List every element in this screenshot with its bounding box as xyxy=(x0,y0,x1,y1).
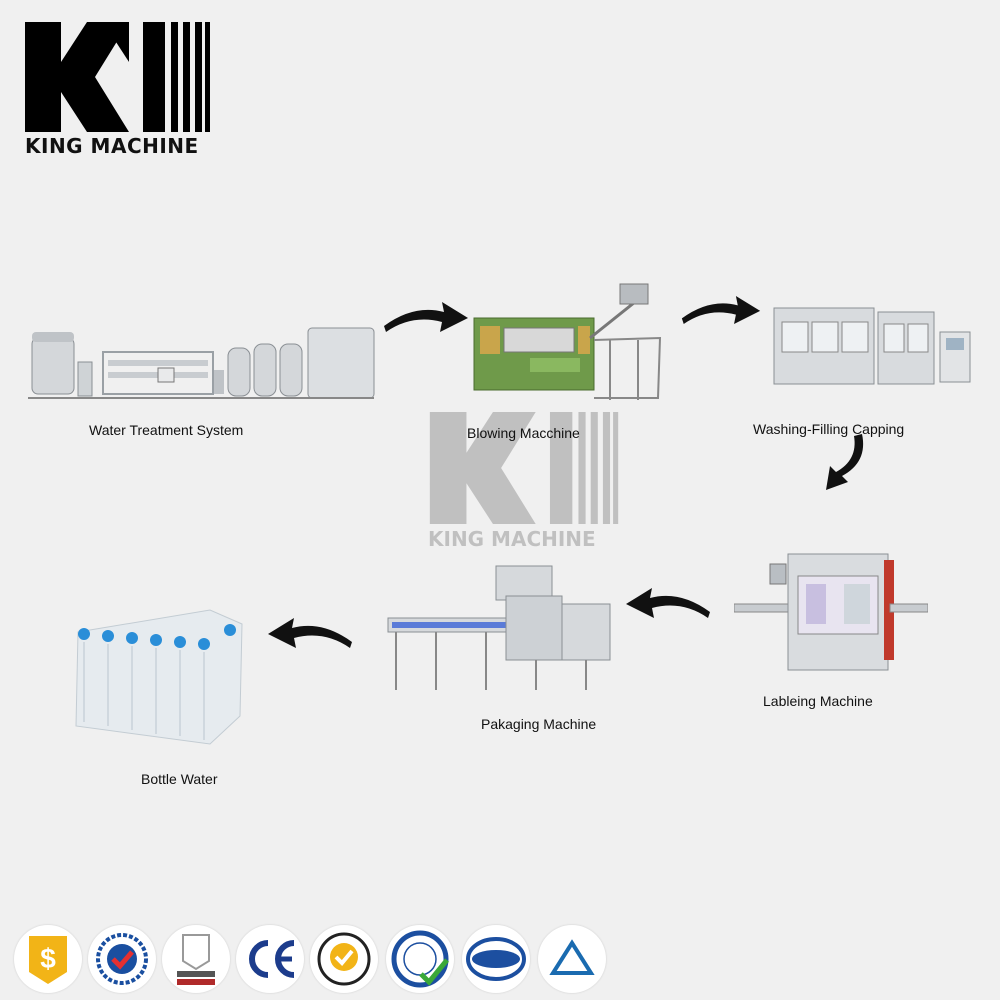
cert-badge-cnas xyxy=(462,925,530,993)
logo-text: KING MACHINE xyxy=(25,134,199,158)
watermark-text: KING MACHINE xyxy=(428,527,596,551)
watermark-mark-icon xyxy=(429,412,619,524)
arrow-right-icon xyxy=(384,302,468,332)
cnas-icon xyxy=(466,937,526,981)
arrow-down-left-icon xyxy=(826,434,864,490)
tuv-rheinland-icon xyxy=(549,939,595,975)
cert-badge-check xyxy=(88,925,156,993)
step-label-washing-filling-capping: Washing-Filling Capping xyxy=(753,421,905,437)
cert-badge-dollar: $ xyxy=(14,925,82,993)
sgs-icon xyxy=(317,932,371,986)
svg-text:$: $ xyxy=(40,943,56,974)
step-label-bottle-water: Bottle Water xyxy=(141,771,218,787)
arrow-left-icon xyxy=(268,618,352,648)
water-treatment-illustration xyxy=(28,327,375,399)
step-label-labeling: Lableing Machine xyxy=(763,693,873,709)
bottle-water-pack-illustration xyxy=(75,609,243,745)
logo-mark-icon xyxy=(25,22,210,132)
washing-filling-capping-illustration xyxy=(773,307,971,385)
dollar-shield-icon: $ xyxy=(29,936,67,984)
step-label-water-treatment: Water Treatment System xyxy=(89,422,244,438)
step-label-blowing: Blowing Macchine xyxy=(467,425,580,441)
check-seal-icon xyxy=(96,933,148,985)
cert-badge-tuv-rheinland xyxy=(538,925,606,993)
king-machine-logo: KING MACHINE xyxy=(25,22,210,158)
cert-badge-ce xyxy=(236,925,304,993)
arrow-left-icon xyxy=(626,588,710,618)
watermark-logo: KING MACHINE xyxy=(428,412,620,552)
labeling-machine-illustration xyxy=(734,553,928,671)
ce-mark-icon xyxy=(249,940,295,978)
bureau-veritas-icon xyxy=(177,934,215,985)
cert-badge-iso-9001 xyxy=(386,925,454,993)
packaging-machine-illustration xyxy=(387,565,611,690)
iso-9001-icon xyxy=(391,930,449,988)
step-label-packaging: Pakaging Machine xyxy=(481,716,597,732)
cert-badge-bureau-veritas xyxy=(162,925,230,993)
blowing-machine-illustration xyxy=(473,283,662,400)
arrow-right-icon xyxy=(681,296,761,324)
cert-badge-sgs xyxy=(310,925,378,993)
